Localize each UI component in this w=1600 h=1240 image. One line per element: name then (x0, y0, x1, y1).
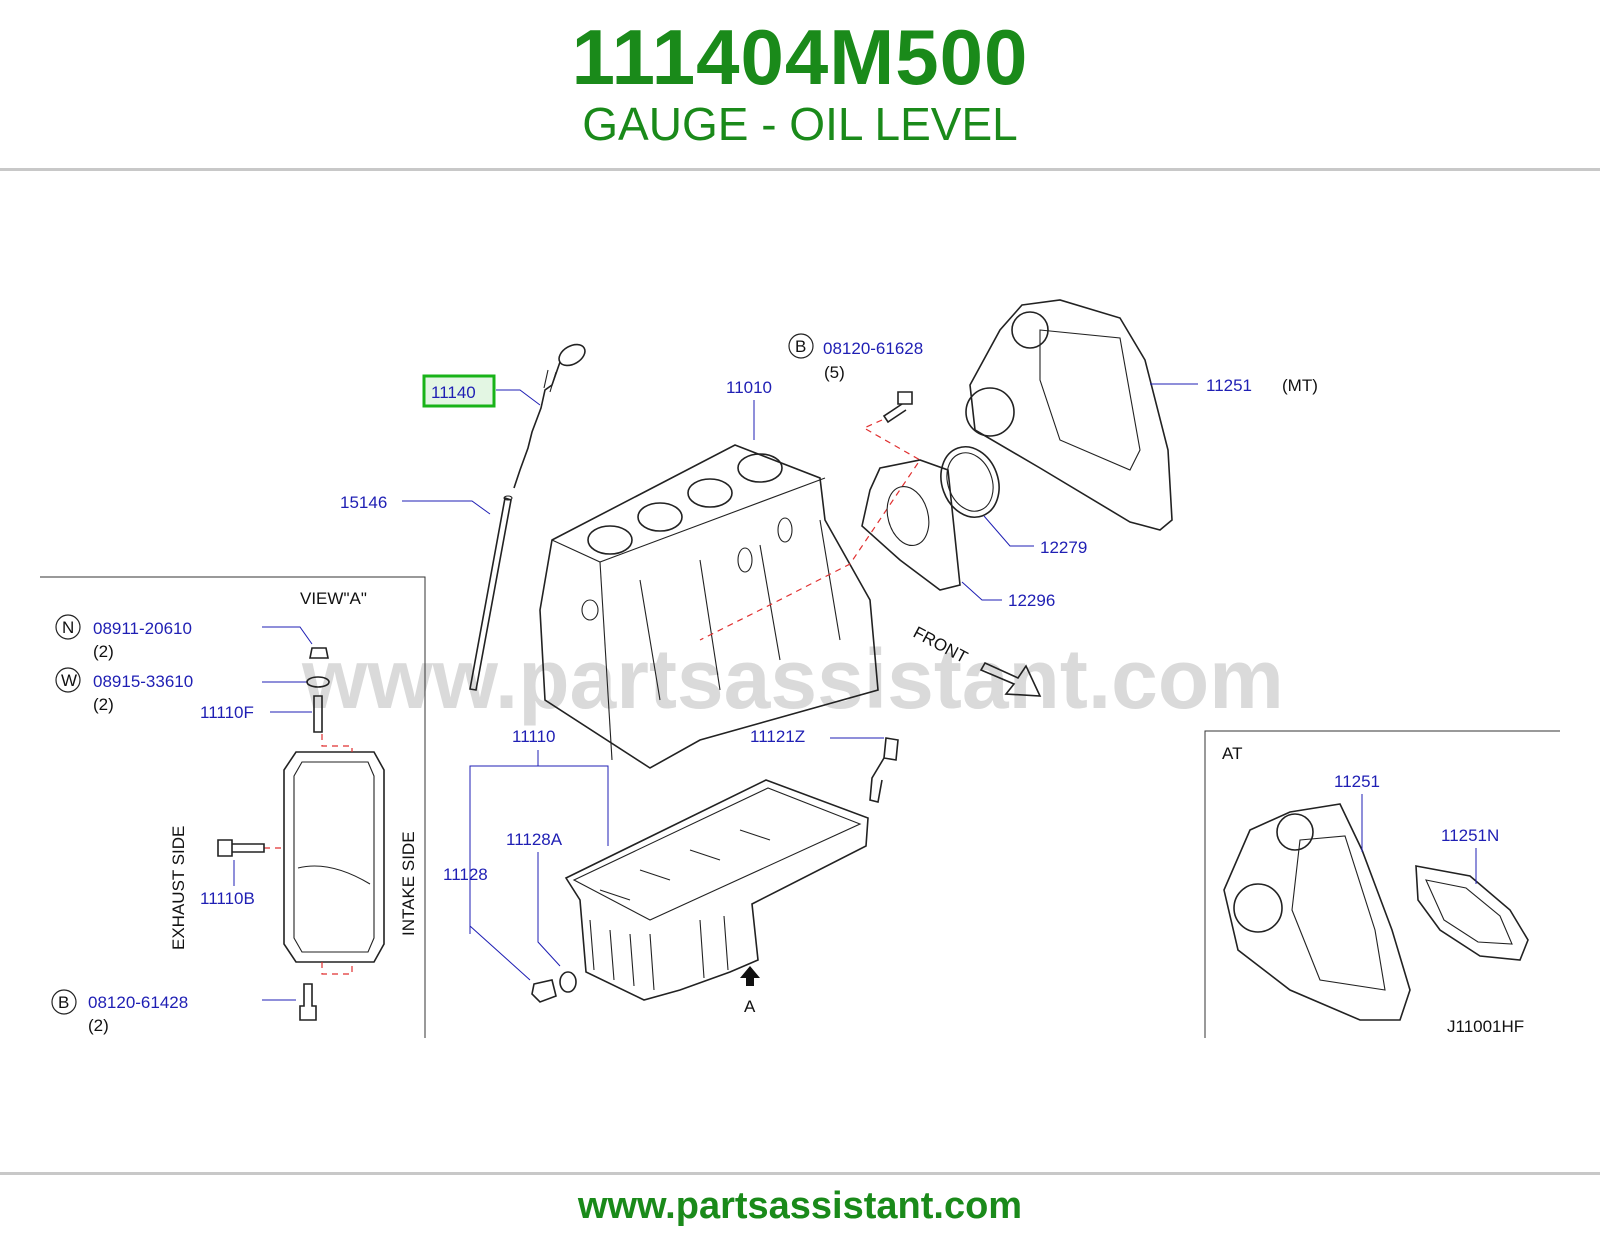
qty-08120-61428: (2) (88, 1016, 109, 1035)
drain-plug-drawing (531, 971, 577, 1003)
code-b-bottom: B (58, 993, 69, 1012)
label-08120-61428[interactable]: 08120-61428 (88, 993, 188, 1012)
bottom-divider (0, 1172, 1600, 1175)
label-11110f[interactable]: 11110F (200, 703, 254, 722)
stud-drawing (313, 695, 323, 733)
view-a-frame (40, 576, 426, 1038)
leader-11128 (469, 886, 531, 981)
qty-08915-33610: (2) (93, 695, 114, 714)
diagram-code: J11001HF (1447, 1017, 1524, 1036)
label-11251-mt[interactable]: 11251 (1206, 376, 1252, 395)
leader-11140 (496, 389, 541, 406)
side-bolt-drawing (217, 839, 265, 857)
qty-08120-61628: (5) (824, 363, 845, 382)
at-title: AT (1222, 744, 1242, 763)
label-11110b[interactable]: 11110B (200, 889, 255, 908)
dash-bottom (321, 962, 353, 975)
label-at-11251[interactable]: 11251 (1334, 772, 1380, 791)
arrow-a-label: A (744, 997, 756, 1016)
qty-08911-20610: (2) (93, 642, 114, 661)
bottom-bolt-drawing (299, 983, 317, 1021)
code-w: W (61, 671, 77, 690)
rear-plate-at-drawing (1223, 803, 1411, 1021)
label-12279[interactable]: 12279 (1040, 538, 1087, 557)
label-11140[interactable]: 11140 (431, 383, 476, 402)
callout-circle-b (788, 333, 814, 359)
dipstick-tube-drawing (469, 495, 513, 691)
highlight-fill (424, 376, 494, 406)
nut-drawing (309, 647, 329, 659)
part-description: GAUGE - OIL LEVEL (582, 98, 1018, 150)
dash-bolt-to-block (699, 419, 921, 641)
leader-11128a (537, 852, 561, 967)
header: 111404M500 GAUGE - OIL LEVEL (0, 0, 1600, 168)
rear-plate-mt-drawing (965, 299, 1173, 531)
highlight-box (422, 374, 496, 408)
leader-11110 (469, 765, 609, 934)
callout-circle-b-bottom (51, 989, 77, 1015)
callout-circle-n (55, 614, 81, 640)
oil-pan-drawing (564, 779, 869, 1001)
dash-stud (321, 734, 353, 752)
label-at-11251n[interactable]: 11251N (1441, 826, 1499, 845)
engine-block-drawing (539, 444, 879, 769)
parts-diagram: www.partsassistant.com 11140 15146 11010… (0, 172, 1600, 1168)
exhaust-side-label: EXHAUST SIDE (169, 826, 188, 950)
watermark: www.partsassistant.com (301, 632, 1284, 726)
top-divider (0, 168, 1600, 171)
label-11128[interactable]: 11128 (443, 865, 488, 884)
label-08911-20610[interactable]: 08911-20610 (93, 619, 192, 638)
label-11110[interactable]: 11110 (512, 727, 556, 746)
leader-12279 (983, 515, 1034, 547)
retainer-drawing (861, 459, 961, 591)
label-08915-33610[interactable]: 08915-33610 (93, 672, 193, 691)
dipstick-drawing (513, 343, 586, 489)
label-11010[interactable]: 11010 (726, 378, 772, 397)
label-11121z[interactable]: 11121Z (750, 727, 805, 746)
callout-circle-w (55, 667, 81, 693)
diagram-svg: www.partsassistant.com 11140 15146 11010… (40, 299, 1560, 1038)
code-n: N (62, 618, 74, 637)
cover-11251n-drawing (1415, 865, 1529, 961)
label-08120-61628[interactable]: 08120-61628 (823, 339, 923, 358)
at-frame (1204, 730, 1560, 1038)
part-number-title: 111404M500 (571, 13, 1029, 101)
mt-label: (MT) (1282, 376, 1318, 395)
label-12296[interactable]: 12296 (1008, 591, 1055, 610)
oil-pan-gasket-drawing (283, 751, 385, 963)
front-arrow-icon (979, 661, 1042, 697)
view-a-title: VIEW"A" (300, 589, 367, 608)
sensor-drawing (869, 737, 899, 803)
bolt-top-drawing (882, 391, 913, 424)
leader-15146 (402, 500, 491, 515)
leader-12296 (961, 581, 1002, 601)
intake-side-label: INTAKE SIDE (399, 831, 418, 936)
label-11128a[interactable]: 11128A (506, 830, 563, 849)
washer-drawing (306, 676, 330, 688)
view-a-arrow-icon (740, 966, 760, 986)
label-15146[interactable]: 15146 (340, 493, 387, 512)
footer-url[interactable]: www.partsassistant.com (577, 1185, 1023, 1227)
code-b-top: B (795, 337, 806, 356)
oil-seal-drawing (940, 446, 1000, 518)
leader-nut (262, 626, 313, 645)
